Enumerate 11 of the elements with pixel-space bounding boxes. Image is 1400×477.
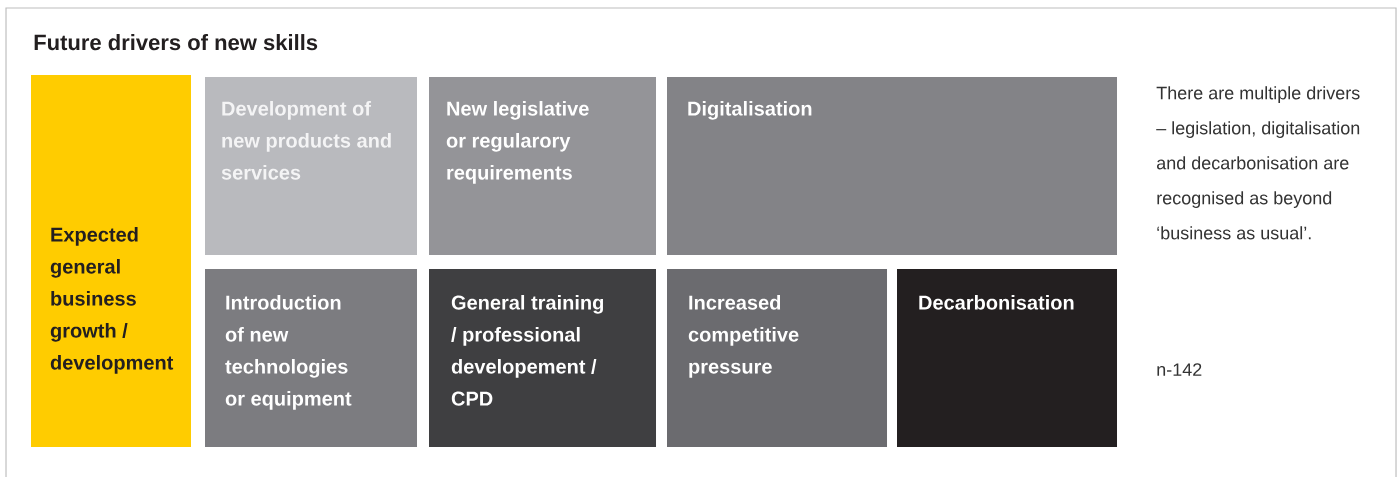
category-box: Decarbonisation bbox=[897, 269, 1117, 447]
category-box: Introduction of new technologies or equipment bbox=[205, 269, 417, 447]
category-box: Development of new products and services bbox=[205, 77, 417, 255]
category-box: New legislative or regularory requirements bbox=[429, 77, 656, 255]
note-text: There are multiple drivers – legislation, digitalisation and decarbonisation are recognised as beyond ‘business as usual’. bbox=[1156, 86, 1360, 240]
category-box: Expected general business growth / development bbox=[31, 75, 191, 447]
category-box: Increased competitive pressure bbox=[667, 269, 887, 447]
category-box: General training / professional developement / CPD bbox=[429, 269, 656, 447]
diagram-title: Future drivers of new skills bbox=[34, 34, 318, 51]
sample-size-text: n-142 bbox=[1157, 363, 1202, 376]
category-box: Digitalisation bbox=[667, 77, 1117, 255]
